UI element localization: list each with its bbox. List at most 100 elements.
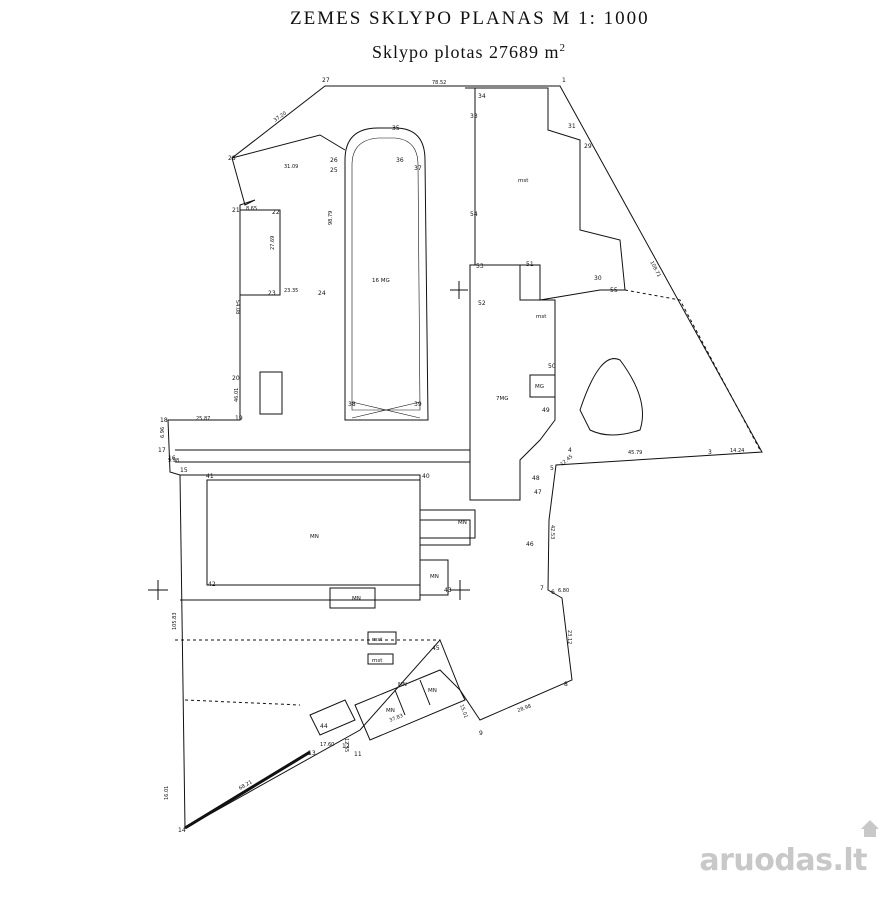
- area-unit-exponent: 2: [559, 42, 567, 54]
- point-label: 3: [708, 449, 712, 456]
- point-label: 11: [354, 751, 362, 758]
- point-label: 6: [551, 589, 555, 596]
- building-label: mst: [372, 658, 383, 664]
- building-mst-a: [367, 631, 397, 645]
- point-label: 49: [542, 407, 550, 414]
- point-label: 28: [228, 155, 236, 162]
- building-label: 7MG: [496, 396, 509, 402]
- dimension-label: 14.24: [730, 448, 744, 454]
- building-label: MN: [398, 682, 407, 688]
- point-label: 44: [320, 723, 328, 730]
- point-label: 52: [478, 300, 486, 307]
- building-ne: [465, 87, 626, 301]
- dimension-label: 8.65: [246, 206, 257, 212]
- point-label: 34: [478, 93, 486, 100]
- dimension-label: 25.87: [196, 416, 210, 422]
- building-mn-c: [329, 587, 376, 609]
- point-label: 37: [414, 165, 422, 172]
- point-label: 27: [322, 77, 330, 84]
- building-label: MN: [458, 520, 467, 526]
- point-label: 13: [308, 750, 316, 757]
- dimension-label: 5.98: [168, 458, 179, 464]
- dimension-label: 15.01: [458, 704, 469, 720]
- point-label: 53: [476, 263, 484, 270]
- building-label: mst: [518, 178, 529, 184]
- point-label: 23: [268, 290, 276, 297]
- dimension-label: 23.12: [566, 630, 572, 644]
- building-mn-a: [419, 509, 476, 539]
- point-label: 46: [526, 541, 534, 548]
- point-label: 38: [348, 401, 356, 408]
- point-label: 31: [568, 123, 576, 130]
- driveway-outline: [175, 449, 471, 463]
- point-label: 19: [235, 415, 243, 422]
- point-label: 33: [470, 113, 478, 120]
- building-16mg-cross: [351, 401, 421, 419]
- point-label: 1: [562, 77, 566, 84]
- point-label: 47: [534, 489, 542, 496]
- watermark-text: aruodas.lt: [699, 843, 867, 878]
- point-label: 51: [526, 261, 534, 268]
- building-label: MN: [428, 688, 437, 694]
- house-icon: [861, 820, 879, 837]
- building-7mg: [469, 264, 556, 501]
- point-label: 54: [470, 211, 478, 218]
- point-label: 26: [330, 157, 338, 164]
- dimension-label: 6.96: [160, 427, 166, 438]
- plan-header: ZEMES SKLYPO PLANAS M 1: 1000 Sklypo plo…: [0, 0, 895, 80]
- point-label: 18: [160, 417, 168, 424]
- dimension-label: 16.01: [164, 786, 170, 800]
- south-boundary-thick: [184, 750, 311, 830]
- dimension-label: 12.55: [343, 738, 349, 752]
- point-label: 30: [594, 275, 602, 282]
- point-label: 55: [610, 287, 618, 294]
- building-label: mst: [536, 314, 547, 320]
- building-label: MG: [535, 384, 544, 390]
- point-label: 7: [540, 585, 544, 592]
- dimension-label: 17.60: [320, 742, 334, 748]
- point-label: 50: [548, 363, 556, 370]
- property-boundary: [167, 85, 763, 829]
- dimension-label: 6.80: [558, 588, 569, 594]
- point-label: 15: [180, 467, 188, 474]
- point-label: 20: [232, 375, 240, 382]
- building-label: mst: [372, 637, 383, 643]
- building-16mg: [344, 127, 429, 421]
- point-label: 42: [208, 581, 216, 588]
- point-label: 40: [422, 473, 430, 480]
- point-label: 45: [432, 645, 440, 652]
- building-south-detail: [394, 679, 431, 716]
- dimension-label: 27.69: [270, 236, 276, 250]
- point-label: 16: [168, 455, 176, 462]
- building-label: MN: [430, 574, 439, 580]
- dimension-label: 45.79: [628, 450, 642, 456]
- dimension-label: 31.09: [284, 164, 298, 170]
- inner-boundary-north: [231, 134, 346, 159]
- plan-title: ZEMES SKLYPO PLANAS M 1: 1000: [290, 8, 650, 29]
- dashed-line-east: [624, 289, 761, 451]
- point-label: 41: [206, 473, 214, 480]
- point-label: 29: [584, 143, 592, 150]
- dashed-line-interior: [175, 639, 440, 706]
- dimension-label: 54.08: [234, 300, 240, 314]
- west-shed: [259, 371, 283, 415]
- dimension-label: 23.35: [284, 288, 298, 294]
- dimension-label: 46.01: [234, 388, 240, 402]
- dimension-label: 12.45: [559, 454, 574, 468]
- dimension-label: 42.53: [549, 525, 555, 539]
- building-label: 16 MG: [372, 278, 390, 284]
- point-label: 5: [550, 465, 554, 472]
- dimension-label: 37.83: [389, 713, 405, 724]
- point-label: 39: [414, 401, 422, 408]
- dimension-label: 28.98: [517, 703, 533, 714]
- survey-marker-2: [450, 281, 468, 299]
- point-label: 4: [568, 447, 572, 454]
- point-label: 36: [396, 157, 404, 164]
- building-16mg-inner: [351, 137, 421, 411]
- building-mn-b: [419, 559, 449, 596]
- point-label: 12: [342, 743, 350, 750]
- point-label: 25: [330, 167, 338, 174]
- survey-marker-3: [450, 580, 470, 600]
- building-label: MN: [386, 708, 395, 714]
